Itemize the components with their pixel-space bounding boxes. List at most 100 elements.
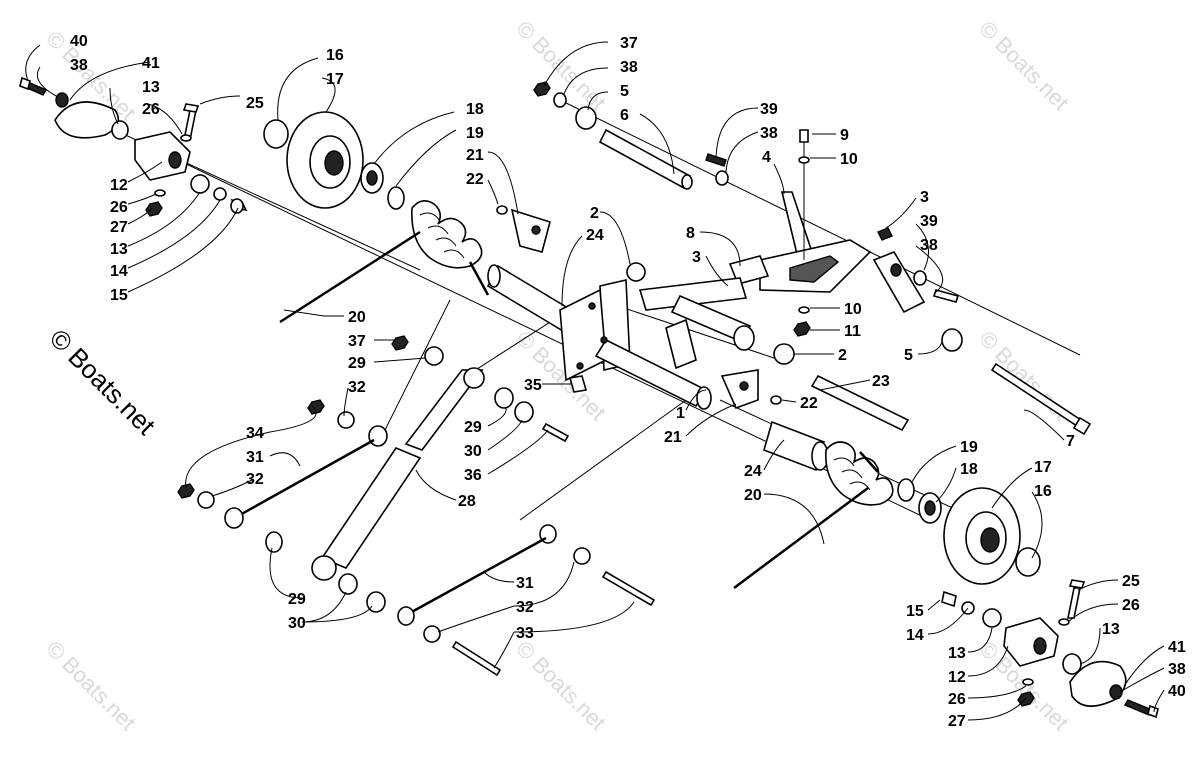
watermark: © Boats.net — [41, 636, 140, 735]
watermark: © Boats.net — [511, 636, 610, 735]
link-eye-lower-icon — [397, 606, 415, 626]
bushing-30-upper-icon — [514, 401, 534, 423]
link-rod-31-lower-icon — [407, 536, 547, 616]
washer-38-icon — [55, 92, 69, 108]
callout-label: 3 — [692, 249, 701, 266]
main-frame-assembly — [486, 262, 795, 410]
bushing-32-right-icon — [573, 547, 591, 565]
callout-label: 21 — [664, 429, 682, 446]
nut-11-icon — [793, 321, 811, 337]
callout-label: 25 — [246, 95, 264, 112]
mount-block-12-lower-icon — [1003, 617, 1059, 667]
callout-label: 32 — [348, 379, 366, 396]
callout-label: 21 — [466, 147, 484, 164]
bushing-2-icon — [626, 262, 646, 282]
tube-6-end-icon — [681, 174, 693, 190]
callout-label: 38 — [920, 237, 938, 254]
callout-label: 4 — [762, 149, 771, 166]
callout-label: 20 — [348, 309, 366, 326]
bushing-29-upper-icon — [494, 387, 514, 409]
watermark-large: © Boats.net — [44, 323, 162, 441]
bushing-13-lower-right-icon — [982, 608, 1002, 628]
wear-block-21-lower-icon — [720, 369, 759, 410]
callout-label: 17 — [1034, 459, 1052, 476]
flat-plate-41-icon — [54, 101, 120, 139]
callout-label: 5 — [904, 347, 913, 364]
callout-label: 38 — [70, 57, 88, 74]
bushing-16-lower-icon — [1015, 547, 1041, 577]
callout-label: 26 — [1122, 597, 1140, 614]
callout-label: 17 — [326, 71, 344, 88]
bolt-15-head-icon — [230, 198, 244, 214]
upper-shaft-hardware — [533, 81, 693, 190]
bolt-36-icon — [541, 422, 570, 443]
bushing-35-icon — [568, 375, 588, 393]
callout-label: 2 — [838, 347, 847, 364]
callout-label: 10 — [840, 151, 858, 168]
washer-10-icon — [798, 156, 810, 164]
callout-label: 40 — [70, 33, 88, 50]
upper-wear-block — [496, 205, 551, 253]
bolt-25-lower-icon — [1067, 587, 1081, 619]
callout-label: 29 — [288, 591, 306, 608]
bushing-29-icon — [424, 346, 444, 366]
shock-body-28-icon — [320, 447, 422, 569]
callout-label: 28 — [458, 493, 476, 510]
bushing-32-lower-icon — [423, 625, 441, 643]
callout-label: 13 — [948, 645, 966, 662]
wear-block-hole-icon — [739, 381, 749, 391]
nut-34-left-icon — [177, 483, 195, 499]
link-rod-31-icon — [237, 438, 375, 518]
callout-label: 26 — [110, 199, 128, 216]
tube-6-icon — [598, 128, 692, 190]
spring-coils-lower-icon — [833, 457, 871, 491]
callout-label: 15 — [110, 287, 128, 304]
callout-label: 16 — [326, 47, 344, 64]
callout-label: 38 — [1168, 661, 1186, 678]
snap-ring-19-icon — [387, 186, 405, 210]
callout-label: 38 — [760, 125, 778, 142]
callout-label: 27 — [110, 219, 128, 236]
callout-label: 31 — [246, 449, 264, 466]
bolt-head-icon — [19, 76, 31, 91]
callout-label: 10 — [844, 301, 862, 318]
bracket-slot-icon — [789, 255, 840, 283]
callout-label: 15 — [906, 603, 924, 620]
callout-label: 30 — [464, 443, 482, 460]
callout-label: 1 — [676, 405, 685, 422]
upper-arm-icon — [638, 277, 748, 311]
lower-right-idler-mount — [941, 579, 1159, 719]
bushing-29-lower-icon — [338, 573, 358, 595]
callout-label: 7 — [1066, 433, 1075, 450]
bolt-25-head-lower-icon — [1068, 579, 1086, 589]
nut-34-icon — [307, 399, 325, 415]
callout-label: 19 — [466, 125, 484, 142]
rod-23-icon — [810, 374, 910, 432]
callout-label: 2 — [590, 205, 599, 222]
callout-label: 34 — [246, 425, 264, 442]
callout-label: 8 — [686, 225, 695, 242]
washer-22-lower-icon — [770, 395, 782, 405]
bushing-2-right-icon — [773, 343, 795, 365]
spring-leg-icon — [279, 230, 421, 324]
wheel-bore-icon — [324, 150, 344, 176]
washer-26-lower-right-icon — [1058, 618, 1070, 626]
arm-bushing-icon — [733, 325, 755, 351]
nut-37-lower-icon — [391, 335, 409, 351]
shock-eye-lower-icon — [311, 555, 337, 581]
callout-label: 37 — [348, 333, 366, 350]
washer-26-lower-right-b-icon — [1022, 678, 1034, 686]
callout-label: 29 — [348, 355, 366, 372]
torsion-spring-20-icon — [411, 200, 483, 269]
bracket-4-icon — [780, 191, 814, 255]
callout-label: 13 — [1102, 621, 1120, 638]
callout-label: 41 — [142, 55, 160, 72]
bushing-16-icon — [263, 119, 289, 149]
callout-label: 18 — [466, 101, 484, 118]
callout-label: 26 — [142, 101, 160, 118]
washer-26-lower-icon — [154, 189, 166, 197]
callout-label: 22 — [800, 395, 818, 412]
snap-ring-19-lower-icon — [897, 478, 915, 502]
hole-icon — [588, 302, 596, 310]
